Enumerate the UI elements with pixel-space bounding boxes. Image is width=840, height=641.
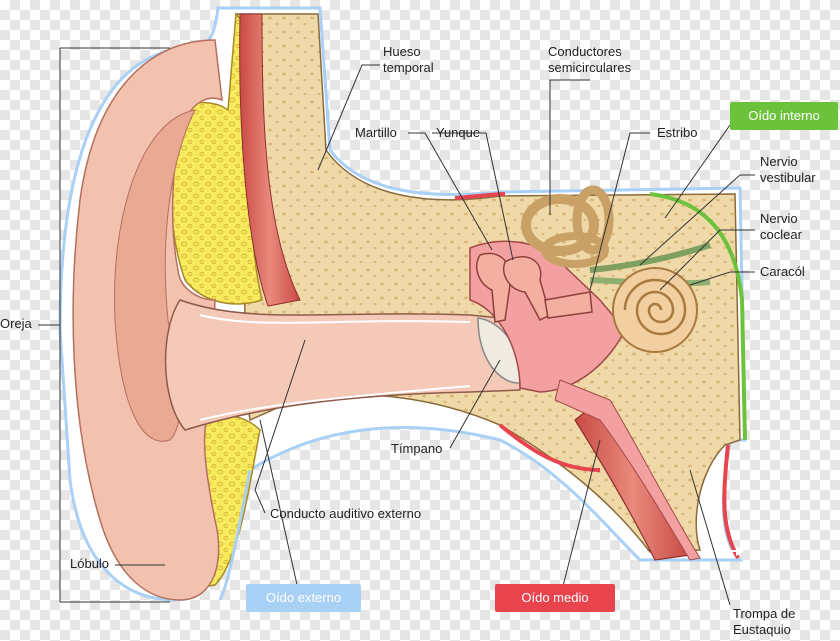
right-arrow-icon — [724, 546, 744, 556]
label-line: coclear — [760, 227, 802, 242]
leader-lines — [115, 64, 755, 606]
badge-oido-externo: Oído externo — [246, 584, 361, 612]
label-nervio-vestibular: Nervio vestibular — [760, 154, 816, 186]
middle-ear-border-bottom — [498, 423, 601, 472]
label-line: Trompa de — [733, 606, 796, 621]
malleus — [476, 252, 512, 323]
muscle-band — [239, 13, 301, 307]
label-caracol: Caracól — [760, 264, 805, 279]
label-line: vestibular — [760, 170, 816, 185]
badge-oido-medio: Oído medio — [495, 584, 615, 612]
label-line: semicirculares — [548, 60, 632, 75]
label-line: Nervio — [760, 211, 798, 226]
label-line: Nervio — [760, 154, 798, 169]
label-nervio-coclear: Nervio coclear — [760, 211, 802, 243]
vestibular-nerve — [589, 242, 711, 273]
label-yunque: Yunque — [436, 125, 481, 140]
label-oreja: Oreja — [0, 316, 32, 331]
label-line: temporal — [383, 60, 434, 75]
label-hueso-temporal: Hueso temporal — [383, 44, 434, 76]
outer-ear-border — [218, 469, 252, 601]
middle-ear-border-top — [454, 192, 506, 200]
canal-2 — [572, 185, 614, 255]
label-conductores: Conductores semicirculares — [548, 44, 631, 76]
stapes — [544, 291, 593, 319]
label-lobulo: Lóbulo — [70, 556, 110, 571]
ear-canal — [164, 299, 521, 431]
label-timpano: Tímpano — [391, 441, 443, 456]
badge-oido-interno: Oído interno — [730, 102, 838, 130]
label-trompa: Trompa de Eustaquio — [733, 606, 795, 638]
label-martillo: Martillo — [355, 125, 397, 140]
canal-3 — [541, 232, 609, 268]
lower-right-border — [722, 444, 740, 559]
label-line: Conductores — [548, 44, 622, 59]
canal-1 — [521, 194, 599, 256]
label-conducto: Conducto auditivo externo — [270, 506, 422, 521]
inner-ear-border — [649, 192, 747, 441]
label-estribo: Estribo — [657, 125, 698, 140]
label-line: Hueso — [383, 44, 421, 59]
label-line: Eustaquio — [733, 622, 791, 637]
eustachian-lining — [554, 379, 701, 561]
